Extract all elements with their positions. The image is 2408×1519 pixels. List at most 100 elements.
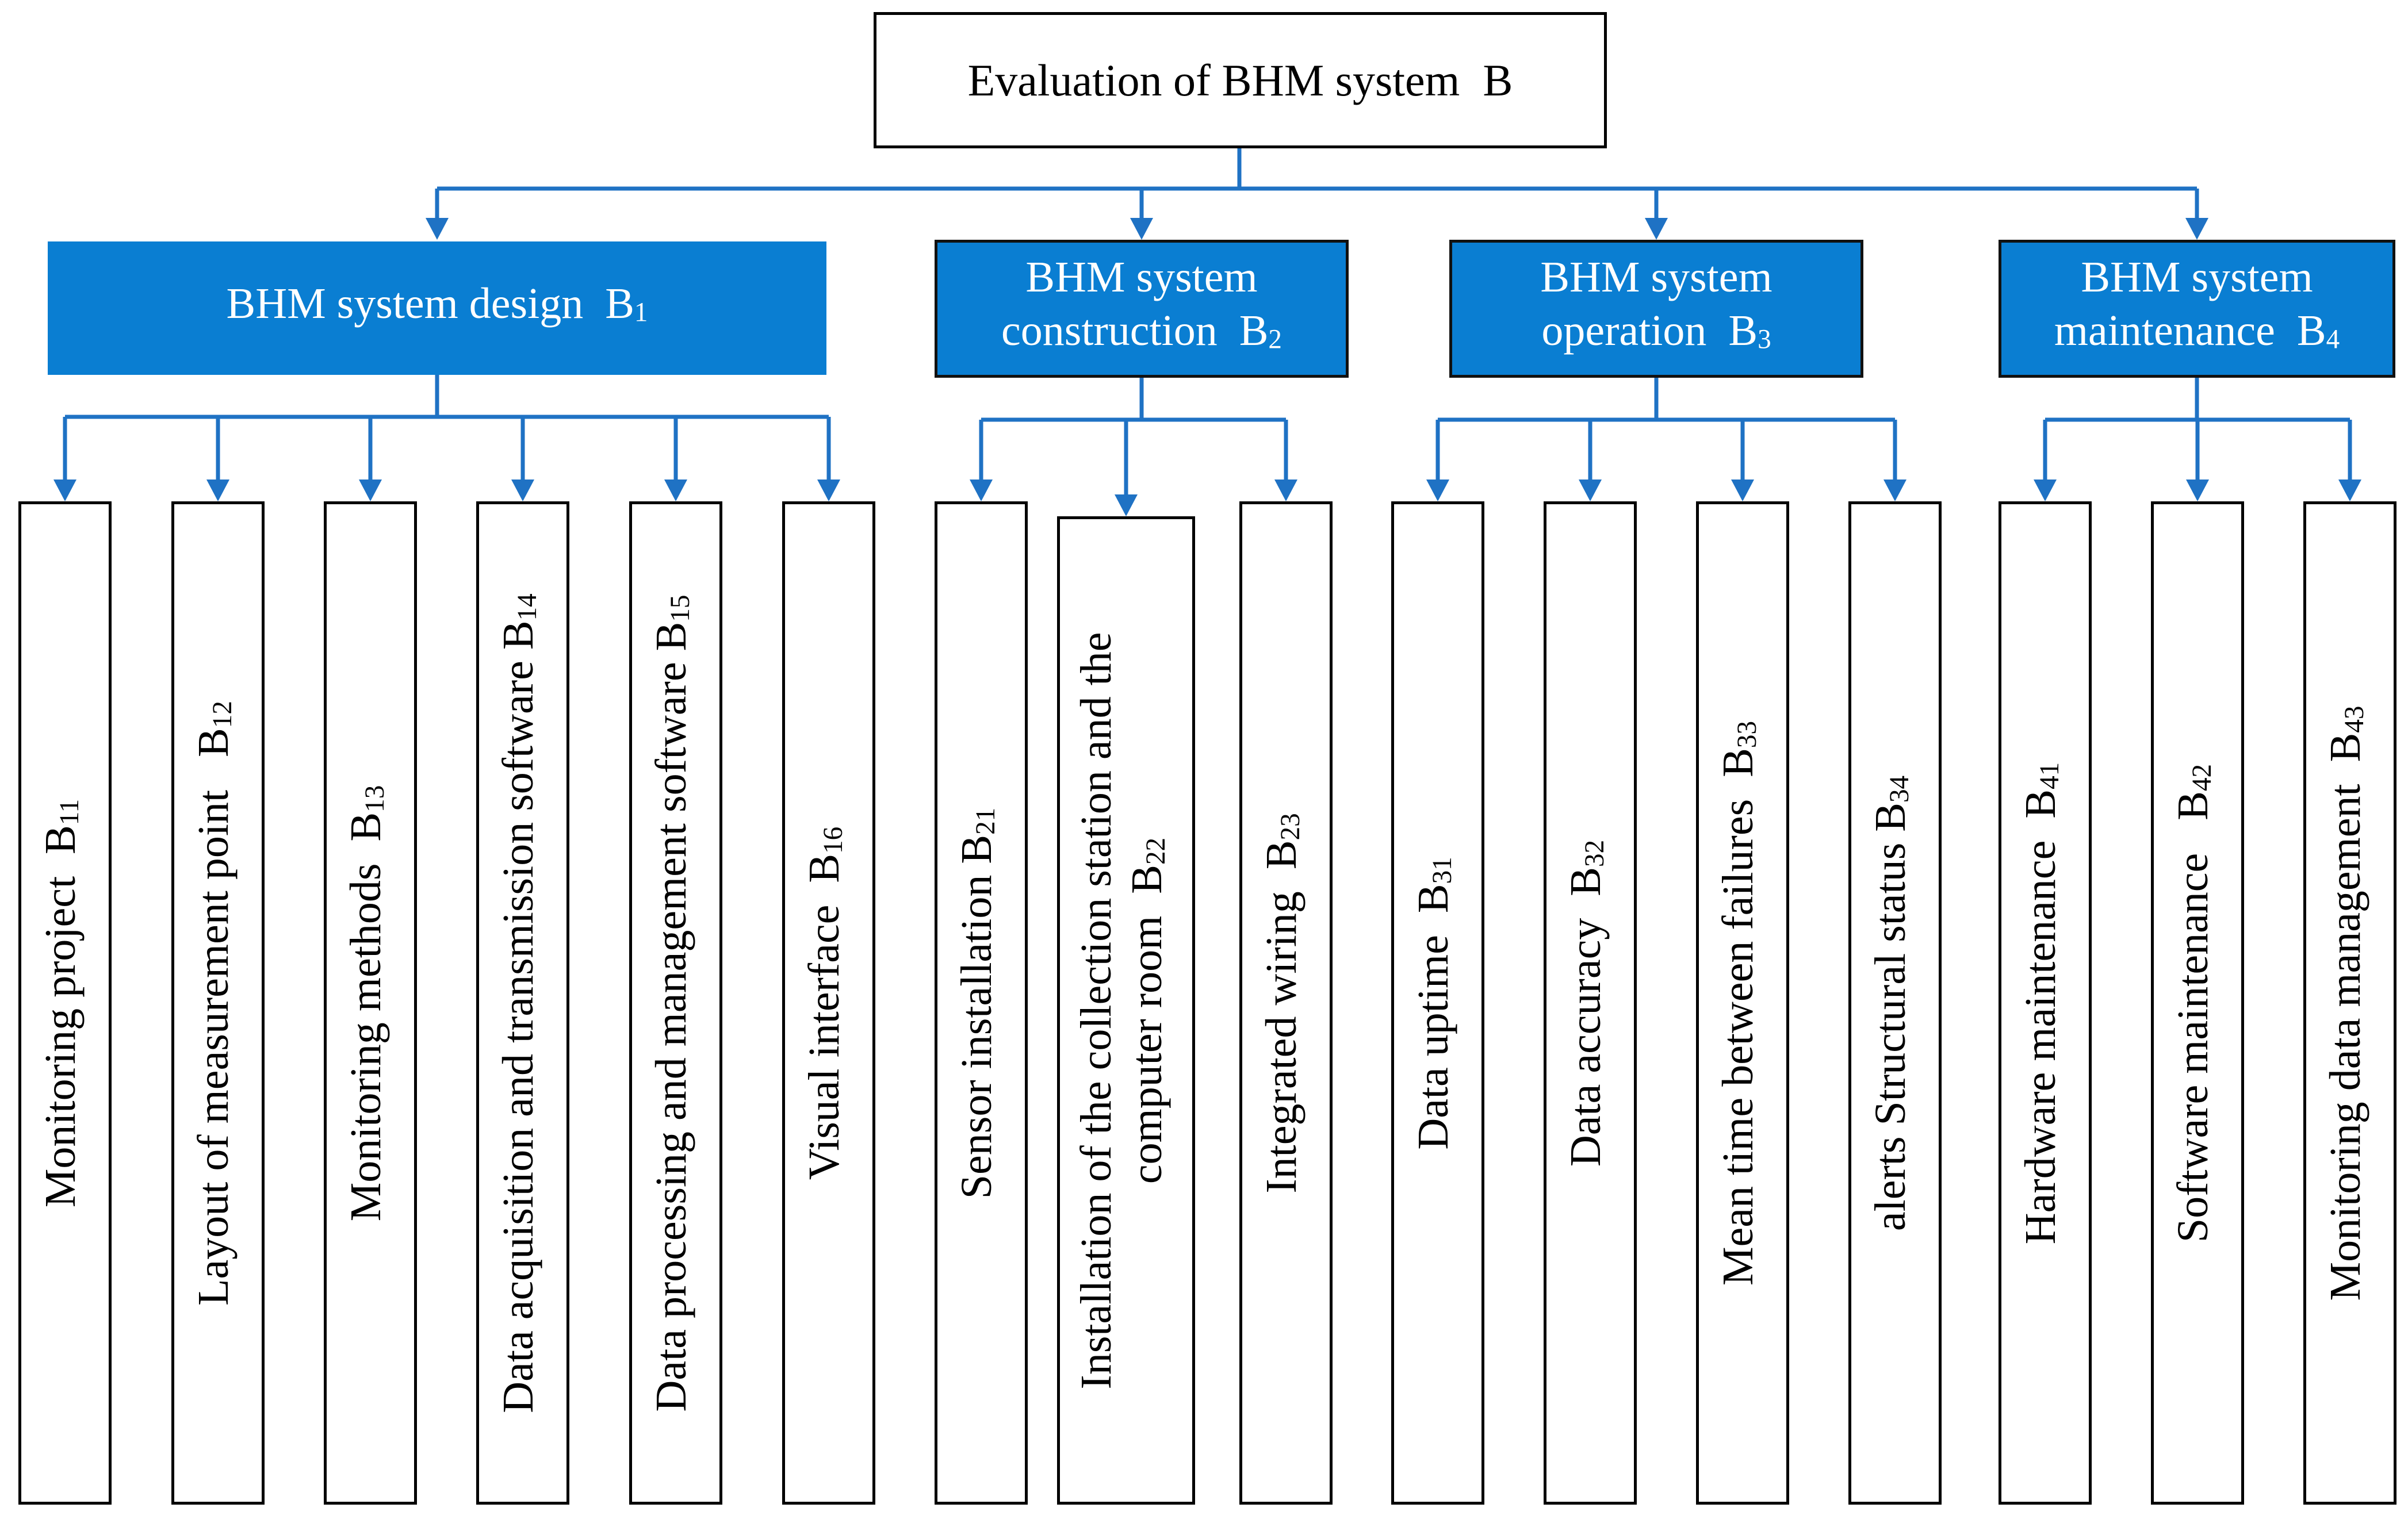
category-code: B <box>1728 306 1758 355</box>
category-subscript: 1 <box>634 297 648 328</box>
indicator-label: Mean time between failures <box>1714 799 1763 1286</box>
indicator-b43: Monitoring data management B43 <box>2303 501 2396 1505</box>
indicator-label-line2: computer room <box>1123 915 1172 1184</box>
indicator-code: B <box>800 853 849 883</box>
category-construction: BHM system construction B2 <box>935 240 1349 378</box>
indicator-arrowhead <box>206 480 229 501</box>
indicator-label: Visual interface <box>800 904 849 1180</box>
indicator-label: Layout of measurement point <box>189 789 238 1306</box>
category-label: BHM system design <box>226 279 584 328</box>
category-label-line2: construction <box>1001 306 1218 355</box>
indicator-code: B <box>2321 732 2370 762</box>
indicator-subscript: 11 <box>54 799 85 825</box>
indicator-label: Hardware maintenance <box>2016 840 2065 1244</box>
indicator-b14: Data acquisition and transmission softwa… <box>476 501 569 1505</box>
indicator-arrowhead <box>1579 480 1602 501</box>
indicator-label-line1: Installation of the collection station a… <box>1072 632 1121 1389</box>
indicator-b15: Data processing and management software … <box>629 501 722 1505</box>
indicator-code: B <box>1409 883 1458 913</box>
indicator-subscript: 13 <box>359 785 390 812</box>
indicator-label: Software maintenance <box>2169 853 2218 1242</box>
indicator-b23: Integrated wiring B23 <box>1239 501 1333 1505</box>
category-subscript: 4 <box>2326 324 2340 355</box>
indicator-subscript: 42 <box>2187 764 2217 791</box>
category-label-line2: maintenance <box>2054 306 2275 355</box>
category-subscript: 3 <box>1758 324 1771 355</box>
category-code: B <box>2296 306 2326 355</box>
indicator-code: B <box>647 622 696 651</box>
indicator-label: Data uptime <box>1409 934 1458 1150</box>
category-subscript: 2 <box>1268 324 1282 355</box>
indicator-code: B <box>1257 839 1306 869</box>
indicator-b34: alerts Structural status B34 <box>1848 501 1942 1505</box>
indicator-arrowhead <box>817 480 840 501</box>
indicator-code: B <box>1714 747 1763 777</box>
indicator-arrowhead <box>2186 480 2209 501</box>
indicator-label: Monitoring methods <box>342 863 391 1221</box>
indicator-arrowhead <box>1883 480 1907 501</box>
indicator-code: B <box>952 834 1001 864</box>
root-node: Evaluation of BHM system B <box>874 12 1607 148</box>
category-arrowhead <box>1645 218 1668 240</box>
category-label-line2: operation <box>1541 306 1707 355</box>
indicator-code: B <box>2016 789 2065 819</box>
indicator-arrowhead <box>1274 480 1297 501</box>
indicator-arrowhead <box>1731 480 1754 501</box>
indicator-code: B <box>2169 791 2218 820</box>
indicator-arrowhead <box>1426 480 1449 501</box>
category-arrowhead <box>426 218 449 240</box>
indicator-label: Sensor installation <box>952 874 1001 1199</box>
indicator-b31: Data uptime B31 <box>1391 501 1484 1505</box>
category-arrowhead <box>2185 218 2208 240</box>
indicator-b13: Monitoring methods B13 <box>324 501 417 1505</box>
indicator-code: B <box>1123 864 1172 894</box>
indicator-subscript: 41 <box>2034 762 2065 789</box>
indicator-subscript: 32 <box>1579 839 1610 867</box>
category-label-line1: BHM system <box>1540 253 1772 302</box>
category-label-line1: BHM system <box>2081 253 2313 302</box>
category-operation: BHM system operation B3 <box>1449 240 1863 378</box>
indicator-label: Monitoring project <box>36 876 85 1207</box>
indicator-b21: Sensor installation B21 <box>935 501 1028 1505</box>
indicator-subscript: 31 <box>1427 856 1457 884</box>
indicator-label: alerts Structural status <box>1866 842 1915 1231</box>
root-code: B <box>1483 55 1513 105</box>
indicator-subscript: 22 <box>1140 837 1171 865</box>
indicator-subscript: 43 <box>2339 705 2369 733</box>
indicator-arrowhead <box>53 480 76 501</box>
indicator-label: Data accuracy <box>1561 918 1610 1167</box>
indicator-code: B <box>494 620 543 650</box>
indicator-arrowhead <box>2338 480 2361 501</box>
indicator-subscript: 12 <box>207 700 238 728</box>
root-label: Evaluation of BHM system <box>967 55 1460 105</box>
indicator-label: Monitoring data management <box>2321 783 2370 1301</box>
indicator-b16: Visual interface B16 <box>782 501 875 1505</box>
indicator-arrowhead <box>664 480 687 501</box>
category-code: B <box>605 279 634 328</box>
indicator-arrowhead <box>359 480 382 501</box>
category-code: B <box>1239 306 1269 355</box>
indicator-subscript: 21 <box>970 807 1001 835</box>
indicator-b22: Installation of the collection station a… <box>1057 516 1195 1505</box>
indicator-arrowhead <box>511 480 534 501</box>
indicator-code: B <box>342 812 391 842</box>
indicator-code: B <box>1866 802 1915 832</box>
indicator-code: B <box>189 727 238 757</box>
indicator-b32: Data accuracy B32 <box>1544 501 1637 1505</box>
indicator-subscript: 15 <box>665 594 695 622</box>
category-arrowhead <box>1130 218 1153 240</box>
indicator-b33: Mean time between failures B33 <box>1696 501 1789 1505</box>
indicator-code: B <box>1561 866 1610 896</box>
indicator-arrowhead <box>1115 494 1138 516</box>
category-label-line1: BHM system <box>1025 253 1258 302</box>
indicator-subscript: 16 <box>818 826 848 854</box>
indicator-b11: Monitoring project B11 <box>18 501 112 1505</box>
indicator-subscript: 33 <box>1732 720 1762 748</box>
indicator-label: Data acquisition and transmission softwa… <box>494 660 543 1413</box>
indicator-arrowhead <box>2034 480 2057 501</box>
indicator-subscript: 14 <box>512 593 542 620</box>
indicator-label: Integrated wiring <box>1257 891 1306 1194</box>
indicator-subscript: 23 <box>1275 812 1306 840</box>
category-maintenance: BHM system maintenance B4 <box>1999 240 2395 378</box>
